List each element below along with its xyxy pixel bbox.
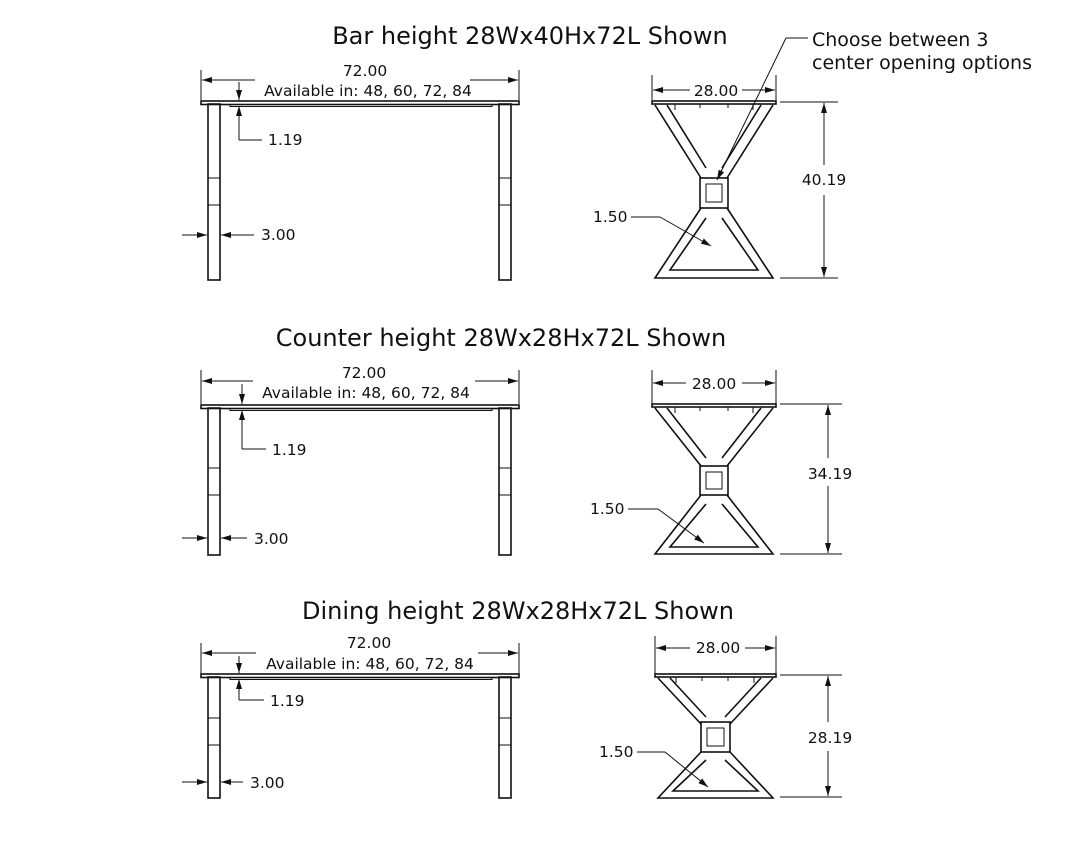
tabletop-underside — [229, 677, 493, 680]
tube-size-label: 1.50 — [599, 743, 634, 761]
tabletop-underside — [229, 408, 493, 411]
side-view: 72.00 Available in: 48, 60, 72, 84 1.19 … — [182, 634, 520, 799]
top-thickness-label: 1.19 — [270, 692, 305, 710]
height-label: 28.19 — [808, 729, 852, 747]
available-sizes-label: Available in: 48, 60, 72, 84 — [264, 82, 472, 100]
leg-left — [207, 676, 221, 799]
tabletop — [200, 404, 520, 410]
top-thickness-label: 1.19 — [272, 441, 307, 459]
leg-width-label: 3.00 — [261, 226, 296, 244]
end-view: 28.00 34.19 1.50 — [590, 370, 852, 555]
height-label: 40.19 — [802, 171, 846, 189]
section-counter-height: Counter height 28Wx28Hx72L Shown 72.00 A… — [182, 324, 852, 556]
leg-left — [207, 407, 221, 556]
available-sizes-label: Available in: 48, 60, 72, 84 — [262, 384, 470, 402]
callout-line-1: Choose between 3 — [812, 29, 988, 51]
top-thickness-label: 1.19 — [268, 131, 303, 149]
leg-left — [207, 103, 221, 281]
end-view: 28.00 40.19 1.50 — [593, 75, 846, 279]
end-view: 28.00 28.19 1.50 — [599, 636, 852, 799]
section-title: Counter height 28Wx28Hx72L Shown — [276, 324, 726, 352]
side-view: 72.00 Available in: 48, 60, 72, 84 1.19 … — [182, 364, 520, 556]
width-label: 28.00 — [696, 639, 740, 657]
leg-width-label: 3.00 — [254, 530, 289, 548]
section-dining-height: Dining height 28Wx28Hx72L Shown 72.00 Av… — [182, 597, 852, 799]
available-sizes-label: Available in: 48, 60, 72, 84 — [266, 655, 474, 673]
section-bar-height: Bar height 28Wx40Hx72L Shown 72.00 Avail… — [182, 22, 1032, 281]
callout-line-2: center opening options — [812, 52, 1032, 74]
length-label: 72.00 — [343, 62, 387, 80]
tube-size-label: 1.50 — [593, 208, 628, 226]
length-label: 72.00 — [342, 364, 386, 382]
length-label: 72.00 — [347, 634, 391, 652]
leg-right — [498, 676, 512, 799]
end-frame — [651, 403, 777, 555]
tabletop — [200, 673, 520, 679]
height-label: 34.19 — [808, 465, 852, 483]
leg-width-label: 3.00 — [250, 774, 285, 792]
section-title: Bar height 28Wx40Hx72L Shown — [332, 22, 728, 50]
end-frame — [651, 100, 777, 279]
end-frame — [654, 673, 777, 799]
leg-right — [498, 407, 512, 556]
tabletop-underside — [229, 104, 493, 107]
width-label: 28.00 — [692, 375, 736, 393]
section-title: Dining height 28Wx28Hx72L Shown — [302, 597, 734, 625]
side-view: 72.00 Available in: 48, 60, 72, 84 1.19 … — [182, 62, 520, 281]
tabletop — [200, 100, 520, 106]
tube-size-label: 1.50 — [590, 500, 625, 518]
width-label: 28.00 — [694, 82, 738, 100]
leg-right — [498, 103, 512, 281]
center-opening-callout: Choose between 3 center opening options — [716, 29, 1032, 181]
